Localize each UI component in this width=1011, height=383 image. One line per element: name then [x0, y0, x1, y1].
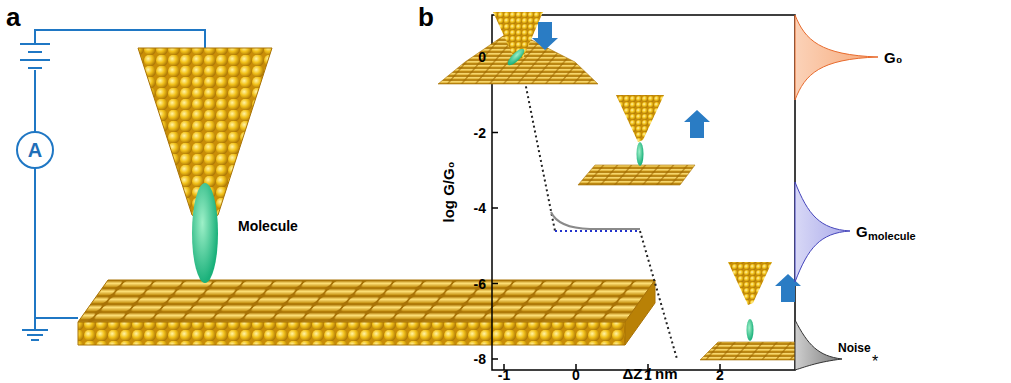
peak-label: molecule — [868, 231, 916, 242]
ground-symbol — [22, 318, 48, 340]
ammeter-symbol: A — [16, 131, 54, 169]
tick-label: 0 — [478, 50, 486, 64]
ammeter-label: A — [28, 140, 42, 160]
peak-label: Noise — [838, 342, 871, 354]
inset-approach — [438, 12, 598, 84]
tick-label: -6 — [474, 277, 486, 291]
panel-letter: b — [418, 4, 434, 30]
axis-ticks — [492, 57, 720, 370]
inset-junction — [578, 95, 710, 185]
tick-label: -8 — [474, 352, 486, 366]
tick-label: -2 — [474, 126, 486, 140]
peak-marker: * — [872, 354, 878, 370]
inset-broken — [700, 262, 801, 360]
battery-symbol — [20, 44, 50, 68]
conductance-trace — [492, 44, 677, 359]
part-name: Molecule — [238, 219, 298, 233]
tick-label: 0 — [572, 368, 580, 382]
axis-title: log G/G₀ — [441, 162, 456, 223]
tick-label: 2 — [716, 368, 724, 382]
tick-label: -4 — [474, 201, 486, 215]
gold-substrate — [78, 280, 655, 345]
panel-letter: a — [6, 4, 20, 30]
axis-title: ΔZ / nm — [623, 366, 678, 381]
molecule — [192, 183, 218, 283]
peak-label: G — [856, 224, 868, 239]
tick-label: -1 — [498, 368, 510, 382]
peak-label: G₀ — [884, 50, 902, 65]
conductance-histogram — [795, 15, 878, 370]
